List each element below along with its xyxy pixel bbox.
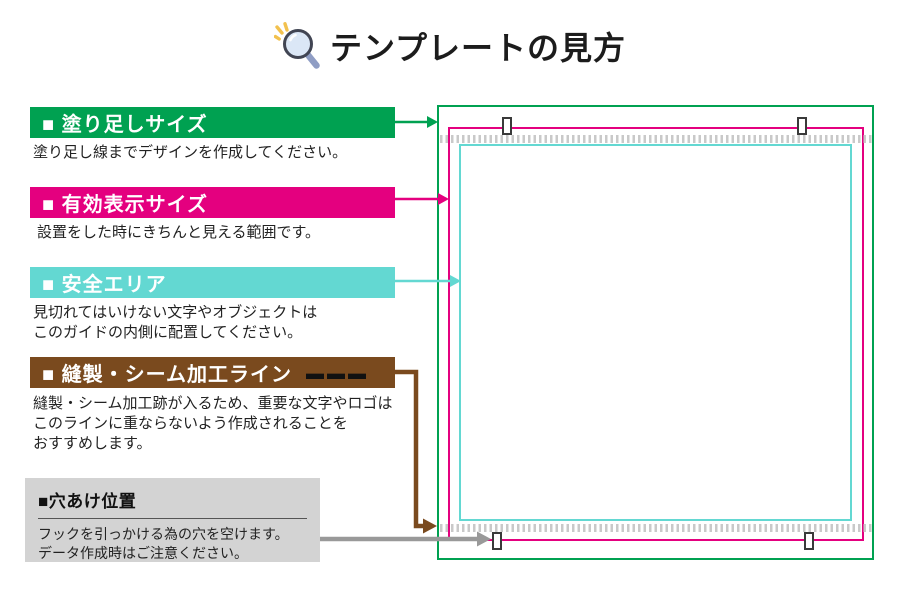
- hole-position-title: ■穴あけ位置: [38, 487, 307, 519]
- bleed-size-description: 塗り足し線までデザインを作成してください。: [33, 144, 348, 161]
- safe-area-description: 見切れてはいけない文字やオブジェクトは このガイドの内側に配置してください。: [33, 304, 318, 341]
- seam-stitch-line-bottom: [440, 524, 872, 532]
- seam-stitch-line-top: [440, 135, 872, 143]
- header: テンプレートの見方: [0, 22, 900, 70]
- bleed-arrow: [395, 116, 438, 128]
- visible-size-label: ■ 有効表示サイズ: [42, 194, 209, 216]
- seam-line-description: 縫製・シーム加工跡が入るため、重要な文字やロゴは このラインに重ならないよう作成…: [33, 395, 393, 452]
- visible-size-description: 設置をした時にきちんと見える範囲です。: [37, 224, 321, 241]
- safe-area-rect: [459, 144, 852, 521]
- seam-line-arrow: [395, 369, 437, 534]
- hole-top-left: [502, 117, 512, 135]
- magnifier-sparkle-icon: [273, 22, 320, 69]
- hole-position-description: フックを引っかける為の穴を空けます。 データ作成時はご注意ください。: [38, 526, 289, 561]
- safe-area-label-bar: ■ 安全エリア: [30, 267, 395, 298]
- seam-line-label-bar: ■ 縫製・シーム加工ライン ▬▬▬: [30, 357, 395, 388]
- page-title: テンプレートの見方: [329, 30, 627, 66]
- bleed-size-label: ■ 塗り足しサイズ: [42, 114, 208, 136]
- safe-area-label: ■ 安全エリア: [42, 274, 167, 296]
- visible-size-rect: [448, 127, 864, 541]
- seam-line-label: ■ 縫製・シーム加工ライン: [42, 364, 293, 386]
- visible-size-label-bar: ■ 有効表示サイズ: [30, 187, 395, 218]
- hole-bottom-left: [492, 532, 502, 550]
- hole-bottom-right: [804, 532, 814, 550]
- bleed-size-rect: [437, 105, 874, 560]
- bleed-size-label-bar: ■ 塗り足しサイズ: [30, 107, 395, 138]
- hole-position-note-box: ■穴あけ位置 フックを引っかける為の穴を空けます。 データ作成時はご注意ください…: [25, 478, 320, 562]
- hole-top-right: [797, 117, 807, 135]
- seam-dash-sample: ▬▬▬: [306, 362, 370, 383]
